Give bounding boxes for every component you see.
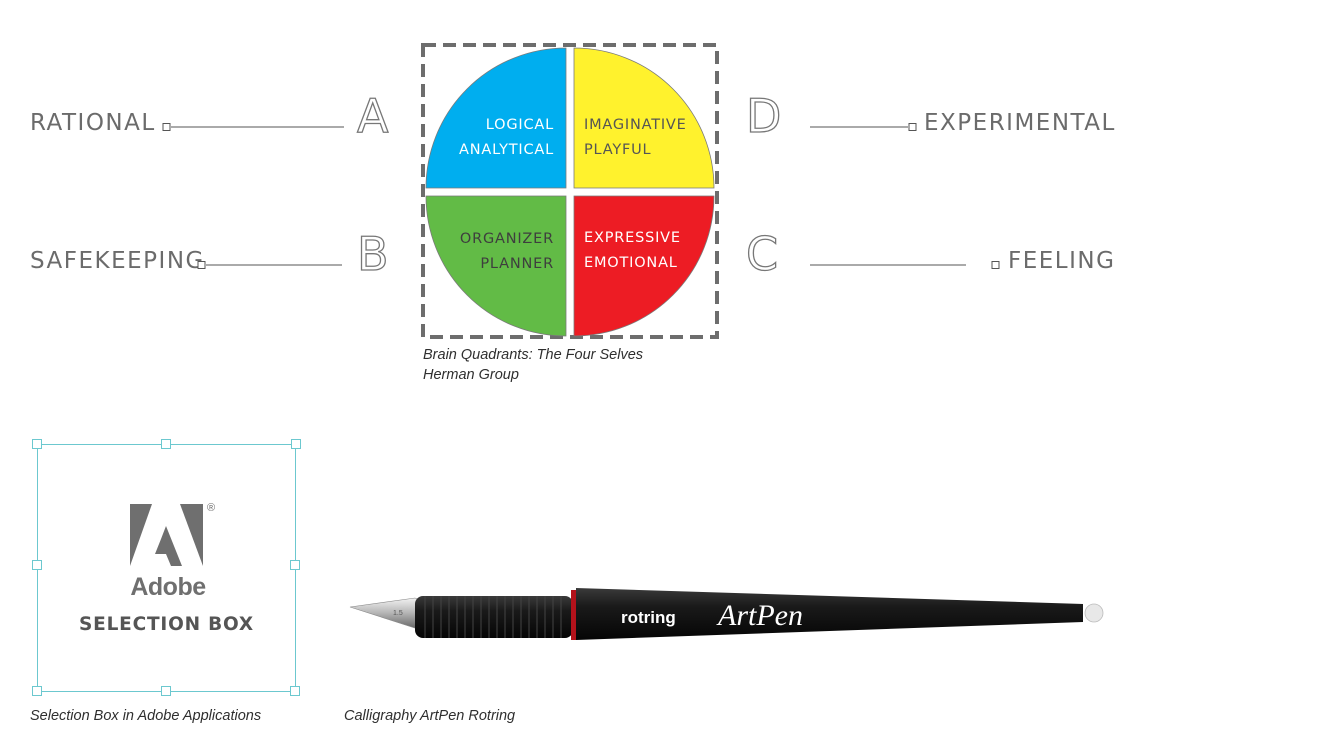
pen-caption: Calligraphy ArtPen Rotring (344, 708, 516, 724)
label-feeling: FEELING (1008, 248, 1116, 274)
quadrant-text-imaginative: IMAGINATIVE PLAYFUL (584, 117, 687, 158)
brain-quadrant-chart (421, 43, 719, 339)
quadrant-caption: Brain Quadrants: The Four Selves Herman … (423, 347, 644, 383)
pen-model-text: ArtPen (716, 599, 803, 632)
selection-handle (161, 686, 171, 696)
selection-box-caption: Selection Box in Adobe Applications (30, 708, 262, 724)
selection-handle (161, 439, 171, 449)
selection-handle (32, 439, 42, 449)
pen-end-cap (1084, 603, 1104, 623)
svg-text:C: C (746, 228, 778, 276)
registered-mark: ® (207, 502, 216, 514)
pen-red-ring (571, 590, 576, 640)
selection-handle (32, 560, 42, 570)
svg-text:A: A (357, 90, 389, 138)
selection-handle (290, 560, 300, 570)
pen-brand-text: rotring (621, 608, 676, 627)
quadrant-top-right (573, 47, 715, 189)
label-experimental: EXPERIMENTAL (924, 110, 1116, 136)
selection-box-frame (37, 444, 296, 692)
adobe-logo-icon (130, 504, 203, 566)
pen-barrel (576, 588, 1083, 640)
letter-a: A (356, 90, 389, 138)
selection-box-title: SELECTION BOX (79, 614, 254, 635)
pen-nib-size: 1.5 (393, 610, 403, 617)
dashed-frame (421, 43, 719, 339)
selection-handle (290, 686, 300, 696)
pen-nib (349, 597, 421, 629)
letter-d: D (745, 90, 782, 138)
quadrant-text-organizer: ORGANIZER PLANNER (459, 231, 554, 272)
label-safekeeping: SAFEKEEPING (30, 248, 205, 274)
calligraphy-pen-image: rotring ArtPen 1.5 (349, 588, 1104, 640)
pen-grip (415, 596, 573, 638)
quadrant-bottom-right (573, 195, 715, 337)
letter-c: C (745, 228, 778, 276)
letter-b: B (356, 228, 389, 276)
selection-handle (291, 439, 301, 449)
quadrant-text-logical: LOGICAL ANALYTICAL (459, 117, 554, 158)
label-rational: RATIONAL (30, 110, 156, 136)
adobe-wordmark: Adobe (130, 573, 206, 601)
svg-text:B: B (357, 228, 389, 276)
quadrant-text-expressive: EXPRESSIVE EMOTIONAL (584, 230, 681, 271)
quadrant-top-left (425, 47, 567, 189)
connector-lines (162, 123, 1000, 269)
svg-text:D: D (746, 90, 781, 138)
quadrant-bottom-left (425, 195, 567, 337)
selection-handle (32, 686, 42, 696)
